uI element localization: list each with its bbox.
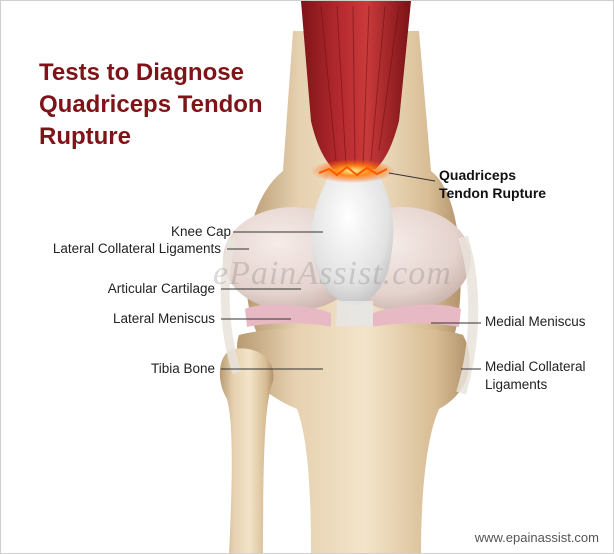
title-line-2: Quadriceps Tendon [39, 89, 329, 121]
page-title: Tests to Diagnose Quadriceps Tendon Rupt… [39, 57, 329, 153]
label-lateral-collateral-ligaments: Lateral Collateral Ligaments [53, 241, 221, 257]
title-line-3: Rupture [39, 121, 329, 153]
fibula-bone [220, 348, 274, 554]
label-articular-cartilage: Articular Cartilage [108, 281, 215, 297]
watermark: ePainAssist.com [213, 255, 452, 293]
tibia-bone [237, 326, 470, 554]
label-quadriceps-rupture-1: Quadriceps [439, 167, 516, 183]
label-medial-collateral-2: Ligaments [485, 377, 547, 393]
label-knee-cap: Knee Cap [171, 224, 231, 240]
label-quadriceps-rupture-2: Tendon Rupture [439, 185, 546, 201]
title-line-1: Tests to Diagnose [39, 57, 329, 89]
label-medial-collateral-1: Medial Collateral [485, 359, 586, 375]
label-tibia-bone: Tibia Bone [151, 361, 215, 377]
label-lateral-meniscus: Lateral Meniscus [113, 311, 215, 327]
label-medial-meniscus: Medial Meniscus [485, 314, 586, 330]
website-credit: www.epainassist.com [475, 530, 599, 545]
